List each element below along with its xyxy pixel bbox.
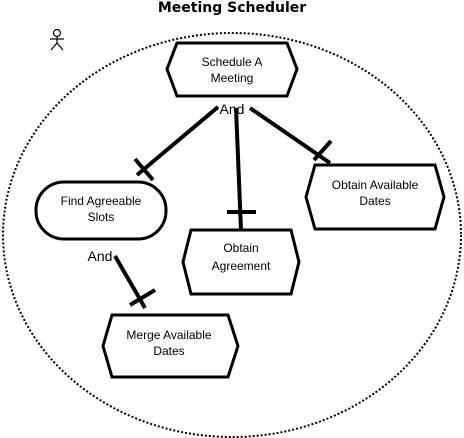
refinement-label: And: [220, 101, 245, 117]
goal-label: Schedule A: [202, 55, 263, 69]
link-root-find-bar: [133, 157, 155, 182]
goal-label: Dates: [153, 344, 184, 358]
goal-label: Meeting: [211, 71, 254, 85]
goal-label: Obtain Available: [332, 178, 419, 192]
goal-node-schedule-meeting[interactable]: Schedule A Meeting: [165, 41, 299, 98]
link-root-find: [135, 105, 220, 177]
goal-node-obtain-available-dates[interactable]: Obtain Available Dates: [304, 163, 446, 231]
goal-node-obtain-agreement[interactable]: Obtain Agreement: [181, 228, 301, 296]
goal-label: Dates: [359, 194, 390, 208]
goal-label: Agreement: [212, 259, 271, 273]
link-find-merge-bar: [128, 288, 157, 307]
goal-label: Find Agreeable: [61, 194, 142, 208]
goal-label: Obtain: [223, 241, 258, 255]
actor-icon: [50, 28, 64, 51]
link-root-available-bar: [312, 139, 333, 162]
goal-label: Merge Available: [126, 328, 211, 342]
goal-node-merge-available-dates[interactable]: Merge Available Dates: [101, 313, 240, 379]
link-root-agreement: [234, 107, 243, 231]
refinement-label: And: [88, 248, 113, 264]
goal-label: Slots: [88, 210, 115, 224]
goal-node-find-agreeable-slots[interactable]: Find Agreeable Slots: [34, 180, 168, 241]
diagram-title: Meeting Scheduler: [157, 0, 307, 16]
actor-boundary: [2, 32, 462, 438]
link-root-available: [248, 106, 332, 165]
